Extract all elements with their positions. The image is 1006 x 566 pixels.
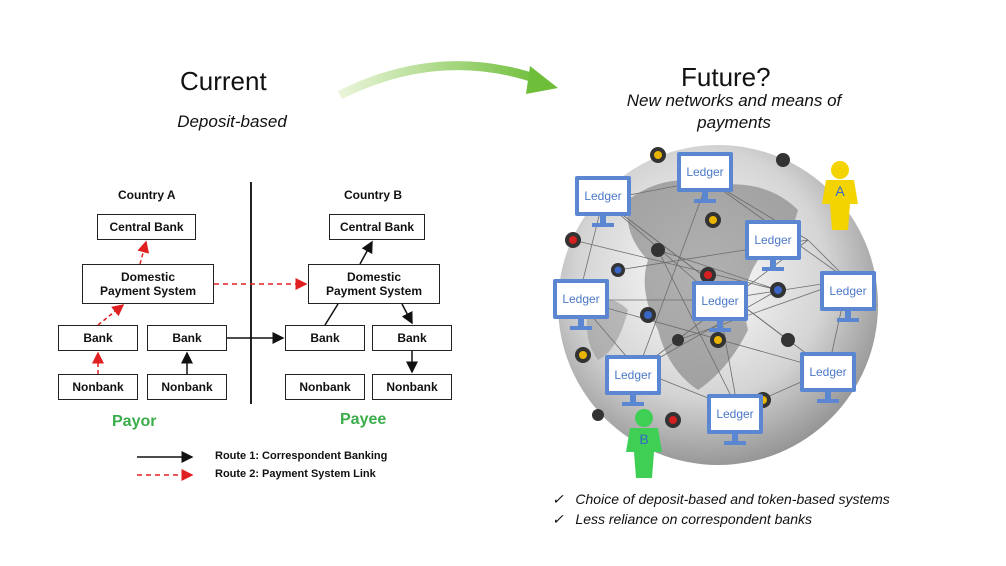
bank-a2: Bank	[147, 325, 227, 351]
person-b-icon	[626, 409, 662, 478]
future-title: Future?	[681, 62, 771, 92]
ledger-monitor: Ledger	[553, 279, 613, 335]
domestic-a-line2: Payment System	[99, 284, 197, 298]
central-bank-b: Central Bank	[329, 214, 425, 240]
country-a-label: Country A	[118, 188, 176, 202]
country-b-label: Country B	[344, 188, 402, 202]
ledger-monitor: Ledger	[605, 355, 665, 411]
legend-route1-text: Route 1: Correspondent Banking	[215, 450, 388, 462]
ledger-monitor: Ledger	[820, 271, 880, 327]
route2-dps-to-cb	[137, 240, 150, 265]
ledger-monitor: Ledger	[745, 220, 805, 276]
nonbank-a1: Nonbank	[58, 374, 138, 400]
payee-label: Payee	[340, 411, 387, 428]
domestic-payment-system-a: Domestic Payment System	[82, 264, 214, 304]
nonbank-b1: Nonbank	[285, 374, 365, 400]
route1-bank-b1-to-dps	[324, 303, 339, 326]
bullet-item: ✓ Choice of deposit-based and token-base…	[552, 491, 890, 507]
ledger-monitor: Ledger	[575, 176, 635, 232]
route1-dps-to-bank-b2	[401, 303, 413, 325]
bank-a2-label: Bank	[172, 331, 202, 345]
bank-a1: Bank	[58, 325, 138, 351]
legend-route2-text: Route 2: Payment System Link	[215, 468, 376, 480]
nonbank-a2: Nonbank	[147, 374, 227, 400]
person-b-label: B	[639, 431, 649, 447]
nonbank-b2: Nonbank	[372, 374, 452, 400]
ledger-monitor: Ledger	[677, 152, 737, 208]
person-a-icon	[822, 161, 858, 230]
ledger-monitor: Ledger	[800, 352, 860, 408]
bank-a1-label: Bank	[83, 331, 113, 345]
nonbank-b1-label: Nonbank	[299, 380, 351, 394]
network-nodes	[565, 147, 844, 428]
domestic-a-line1: Domestic	[120, 270, 176, 284]
nonbank-a2-label: Nonbank	[161, 380, 213, 394]
person-a-label: A	[835, 183, 845, 199]
bank-b1-label: Bank	[310, 331, 340, 345]
check-icon: ✓	[552, 491, 564, 507]
transition-arrow	[337, 61, 558, 100]
check-icon: ✓	[552, 511, 564, 527]
central-bank-a-label: Central Bank	[109, 220, 184, 234]
future-subtitle-line2: payments	[697, 113, 771, 132]
future-subtitle-line1: New networks and means of	[626, 91, 842, 110]
route2-bank-to-dps	[97, 304, 125, 326]
payor-label: Payor	[112, 413, 157, 430]
ledger-monitor: Ledger	[707, 394, 767, 450]
central-bank-a: Central Bank	[97, 214, 196, 240]
central-bank-b-label: Central Bank	[339, 220, 415, 234]
bank-b2-label: Bank	[397, 331, 427, 345]
route2-dps-b-to-cb	[359, 240, 373, 265]
domestic-b-line2: Payment System	[325, 284, 423, 298]
domestic-payment-system-b: Domestic Payment System	[308, 264, 440, 304]
bullet-item: ✓ Less reliance on correspondent banks	[552, 511, 812, 527]
current-subtitle: Deposit-based	[177, 112, 287, 131]
nonbank-b2-label: Nonbank	[386, 380, 438, 394]
country-divider	[250, 182, 252, 404]
current-title: Current	[180, 66, 267, 96]
nonbank-a1-label: Nonbank	[72, 380, 124, 394]
domestic-b-line1: Domestic	[346, 270, 402, 284]
ledger-monitor: Ledger	[692, 281, 752, 337]
bank-b2: Bank	[372, 325, 452, 351]
bank-b1: Bank	[285, 325, 365, 351]
